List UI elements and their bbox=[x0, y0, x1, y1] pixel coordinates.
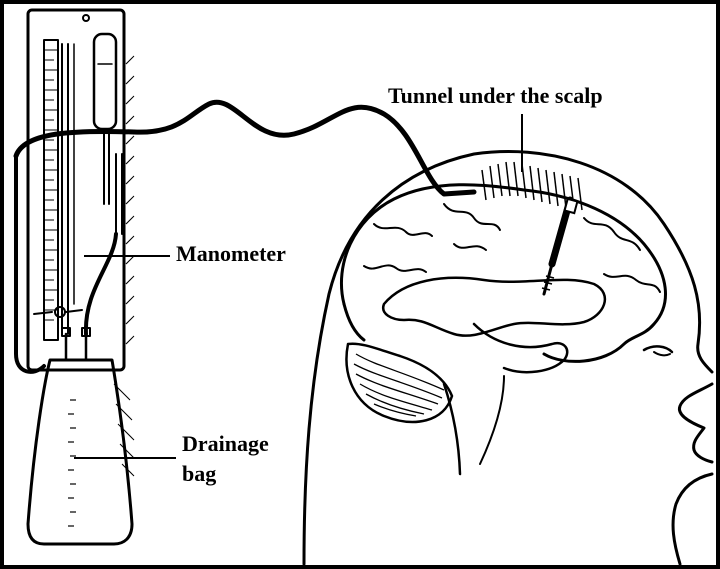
tunnel-label: Tunnel under the scalp bbox=[388, 84, 603, 108]
lateral-ventricle bbox=[383, 278, 605, 336]
board-shadow-hatching bbox=[126, 56, 134, 344]
bag-graduation-marks bbox=[68, 400, 76, 526]
manometer-board bbox=[28, 10, 134, 370]
head-profile bbox=[304, 114, 712, 564]
brain bbox=[341, 185, 665, 474]
drainage-bag bbox=[28, 328, 134, 544]
catheter-tubing bbox=[16, 102, 474, 372]
manometer-label: Manometer bbox=[176, 242, 286, 266]
drainage-label-line2: bag bbox=[182, 462, 216, 486]
drainage-label-line1: Drainage bbox=[182, 432, 269, 456]
manometer-scale-ticks bbox=[44, 50, 58, 320]
cerebellum bbox=[347, 344, 453, 422]
ventricular-drain-illustration bbox=[4, 4, 716, 565]
